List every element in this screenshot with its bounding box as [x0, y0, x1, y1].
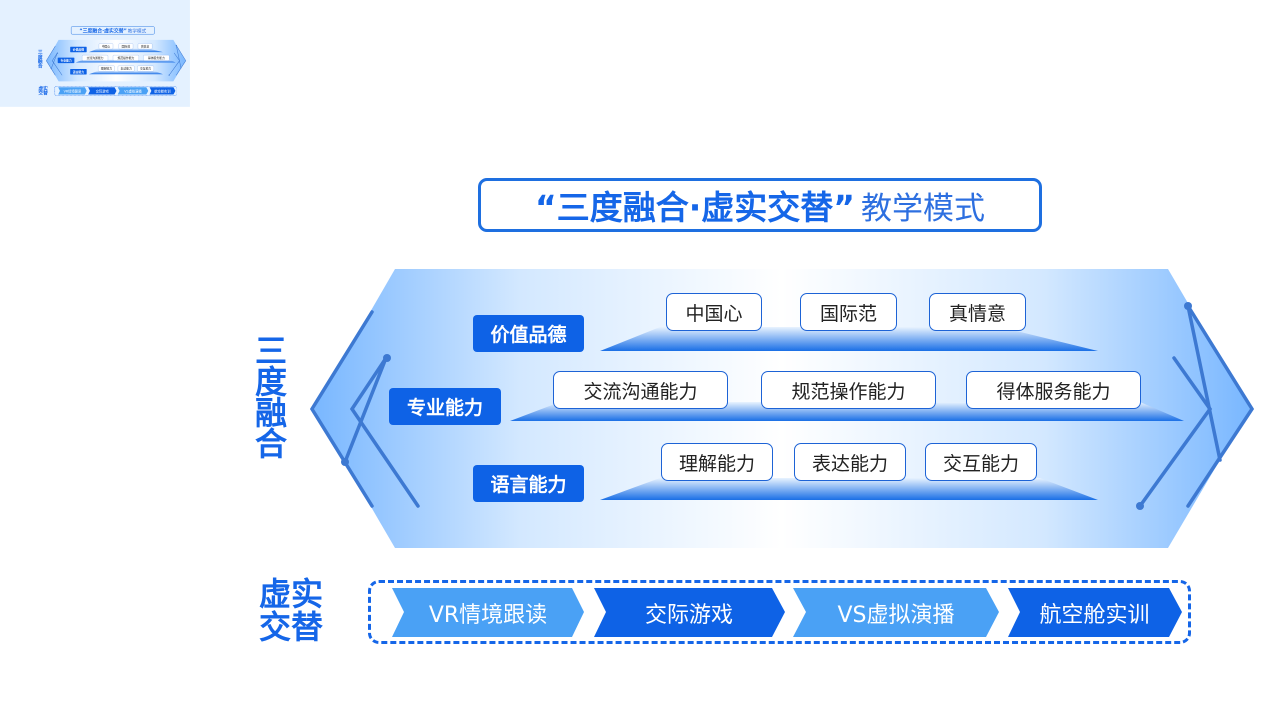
label-char: 度	[254, 363, 287, 401]
title-normal: 教学模式	[860, 190, 985, 227]
title-box: “三度融合·虚实交替” 教学模式	[478, 178, 1042, 232]
item-box: 表达能力	[117, 65, 135, 72]
item-box: 交流沟通能力	[553, 371, 728, 409]
step-label: VR情境跟读	[63, 89, 82, 94]
label-char: 融	[254, 394, 287, 432]
step-chevron-4	[149, 87, 176, 95]
decorative-strokes	[45, 45, 187, 76]
step-chevron-2	[88, 87, 117, 95]
category-language: 语言能力	[70, 69, 87, 75]
category-value-morality: 价值品德	[473, 315, 584, 352]
label-three-integration: 三 度 融 合	[37, 49, 43, 69]
step-chevron-1	[392, 588, 584, 637]
platform-level-3	[600, 478, 1098, 500]
title-box: “三度融合·虚实交替” 教学模式	[70, 26, 155, 35]
label-virtual-real: 虚实 交替	[256, 578, 326, 644]
label-char: 融	[37, 58, 43, 65]
item-box: 得体服务能力	[966, 371, 1141, 409]
steps-frame	[54, 86, 177, 96]
category-professional: 专业能力	[389, 388, 501, 425]
title-bold: “三度融合·虚实交替”	[535, 188, 855, 227]
item-box: 真情意	[137, 43, 153, 50]
category-language: 语言能力	[473, 465, 584, 502]
platform-level-1	[600, 327, 1098, 351]
decorative-strokes	[309, 304, 1255, 508]
item-box: 理解能力	[661, 443, 773, 481]
step-label: VR情境跟读	[428, 602, 548, 628]
item-box: 交流沟通能力	[82, 55, 109, 61]
label-virtual-real: 虚实 交替	[38, 86, 48, 96]
label-line: 虚实	[38, 85, 48, 91]
step-chevron-3	[117, 87, 149, 95]
label-char: 合	[37, 63, 43, 69]
step-label: VS虚拟演播	[124, 89, 142, 94]
label-line: 交替	[258, 608, 323, 646]
item-box: 中国心	[666, 293, 762, 331]
step-chevron-1	[58, 87, 87, 95]
step-label: 交际游戏	[644, 602, 733, 628]
slide-thumbnail[interactable]: “三度融合·虚实交替” 教学模式 三 度 融 合 虚实 交替	[0, 0, 190, 107]
step-chevron-2	[594, 588, 785, 637]
item-box: 表达能力	[794, 443, 906, 481]
item-box: 国际范	[118, 43, 134, 50]
platform-level-3	[89, 70, 163, 75]
label-char: 三	[254, 332, 287, 370]
step-label: VS虚拟演播	[837, 602, 955, 628]
item-box: 规范操作能力	[112, 55, 139, 61]
platform-level-1	[89, 48, 163, 53]
step-label: 交际游戏	[95, 89, 109, 94]
item-box: 中国心	[98, 43, 114, 50]
category-professional: 专业能力	[57, 57, 75, 64]
item-box: 得体服务能力	[143, 55, 170, 61]
item-box: 理解能力	[98, 65, 115, 72]
step-label: 航空舱实训	[1039, 602, 1150, 628]
step-chevron-3	[793, 588, 999, 637]
steps-chevrons	[58, 87, 176, 95]
label-char: 合	[254, 425, 287, 463]
decorative-dots	[341, 302, 1192, 510]
item-box: 交互能力	[137, 65, 154, 72]
label-three-integration: 三 度 融 合	[254, 332, 288, 463]
title-bold: “三度融合·虚实交替”	[79, 27, 127, 34]
item-box: 真情意	[929, 293, 1026, 331]
item-box: 交互能力	[925, 443, 1037, 481]
category-value-morality: 价值品德	[70, 46, 87, 53]
steps-frame	[368, 580, 1191, 644]
title-normal: 教学模式	[127, 28, 147, 34]
item-box: 规范操作能力	[761, 371, 936, 409]
item-box: 国际范	[800, 293, 897, 331]
label-char: 度	[37, 53, 43, 60]
label-line: 交替	[38, 90, 48, 96]
step-label: 航空舱实训	[154, 89, 171, 94]
label-char: 三	[37, 49, 43, 55]
decorative-dots	[50, 44, 177, 76]
label-line: 虚实	[258, 575, 323, 613]
step-chevron-4	[1008, 588, 1182, 637]
